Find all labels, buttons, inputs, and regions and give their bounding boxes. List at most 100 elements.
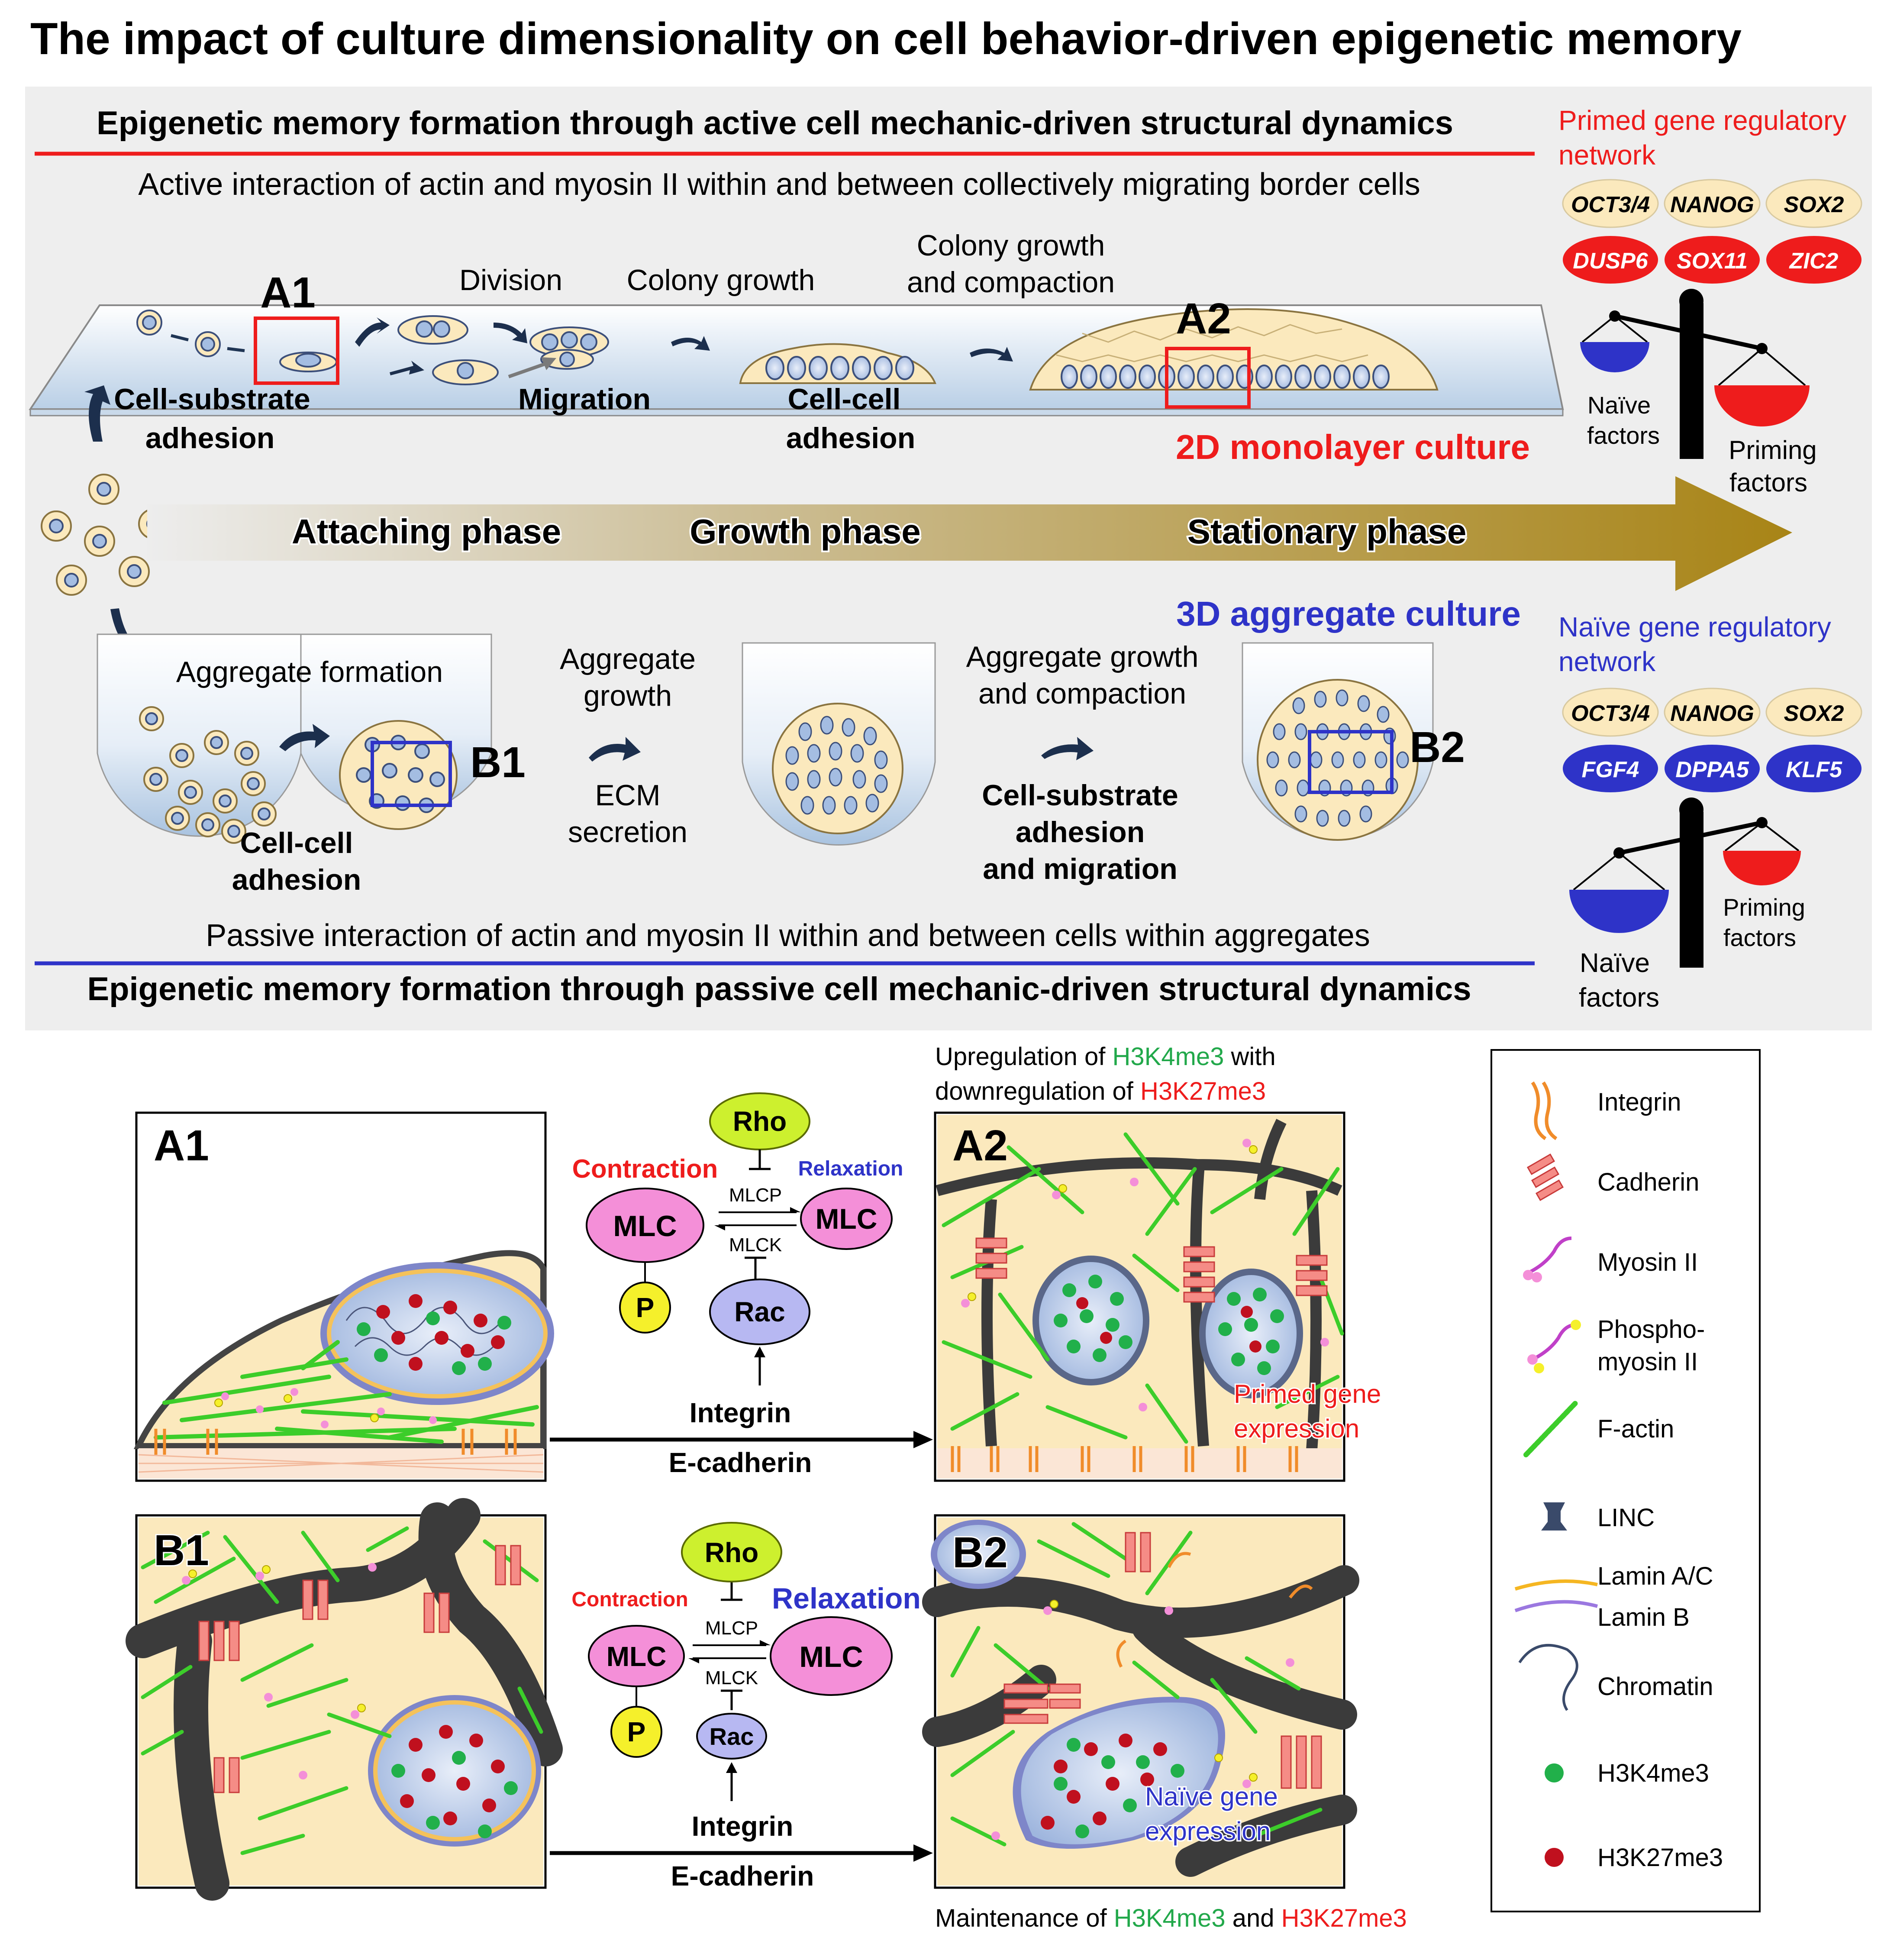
naive-network-title-1: Naïve gene regulatory (1558, 611, 1831, 643)
top-integrin: Integrin (690, 1397, 791, 1428)
a2-nuclei (1032, 1256, 1303, 1398)
legend-chromatin: Chromatin (1597, 1673, 1713, 1701)
primed-priming-label-1: Priming (1729, 436, 1816, 465)
bottom-p: P (627, 1716, 646, 1747)
cell-cell-label-2: adhesion (786, 422, 916, 455)
figure-title: The impact of culture dimensionality on … (30, 14, 1742, 64)
large-aggregate (1257, 679, 1419, 841)
primed-specific-gene: ZIC2 (1789, 249, 1839, 274)
top-mlcp: MLCP (729, 1185, 782, 1206)
top-rho: Rho (733, 1106, 787, 1137)
primed-naive-label-1: Naïve (1587, 391, 1651, 419)
b2-box-label: B2 (1410, 723, 1465, 772)
legend-f-actin: F-actin (1597, 1415, 1674, 1443)
ecm-label-1: ECM (595, 779, 660, 812)
b2-nucleus (1013, 1697, 1225, 1849)
colony-compaction-label-2: and compaction (907, 266, 1115, 299)
2d-compact-colony (1029, 308, 1439, 391)
legend-cadherin: Cadherin (1597, 1168, 1699, 1196)
naive-core-gene: NANOG (1670, 701, 1754, 726)
bottom-mlc-left: MLC (607, 1641, 667, 1672)
top-mlck: MLCK (729, 1234, 782, 1256)
bottom-rho: Rho (705, 1537, 758, 1568)
naive-expression-label-2: expression (1145, 1817, 1271, 1846)
naive-priming-label-2: factors (1723, 924, 1796, 951)
legend-integrin: Integrin (1597, 1088, 1681, 1116)
primed-specific-gene: DUSP6 (1573, 249, 1648, 274)
2d-single-cells (136, 310, 609, 385)
seeding-up-arrow (84, 385, 110, 442)
migration-arrowhead (541, 357, 556, 370)
primed-core-gene: OCT3/4 (1571, 192, 1650, 217)
upregulation-note-line-1: Upregulation of H3K4me3 with (935, 1043, 1276, 1071)
bottom-ecadherin: E-cadherin (671, 1860, 814, 1892)
integrin-icon (1531, 1081, 1558, 1140)
passive-header: Epigenetic memory formation through pass… (87, 971, 1471, 1007)
phase-arrow (147, 476, 1792, 591)
primed-network: Primed gene regulatory network OCT3/4 NA… (1558, 105, 1862, 497)
lamin-b-icon (1514, 1600, 1598, 1612)
naive-specific-gene: FGF4 (1582, 757, 1639, 782)
legend-phospho-myosin-2: myosin II (1597, 1348, 1698, 1376)
primed-priming-label-2: factors (1729, 468, 1807, 497)
naive-network-title-2: network (1558, 646, 1656, 677)
medium-aggregate (772, 703, 903, 834)
legend-h3k4me3: H3K4me3 (1597, 1759, 1709, 1787)
primed-core-gene: NANOG (1670, 192, 1754, 217)
bottom-contraction: Contraction (571, 1588, 688, 1611)
primed-naive-label-2: factors (1587, 422, 1660, 449)
top-mlc-left: MLC (613, 1210, 677, 1243)
colony-compaction-label-1: Colony growth (917, 229, 1105, 262)
migration-label: Migration (518, 383, 651, 416)
phase-growth: Growth phase (690, 512, 920, 551)
cadherin-icon (1526, 1153, 1564, 1201)
a1-box-label: A1 (260, 268, 316, 317)
primed-core-gene: SOX2 (1784, 192, 1844, 217)
naive-specific-gene: DPPA5 (1675, 757, 1749, 782)
panel-b2: B2 Naïve gene expression (922, 1514, 1359, 1889)
legend-lamin-ac: Lamin A/C (1597, 1562, 1713, 1590)
a2-box-label: A2 (1176, 294, 1231, 343)
colony-growth-label: Colony growth (627, 264, 815, 297)
a2-highlight-box (1165, 347, 1251, 409)
b1-box-label: B1 (470, 738, 526, 787)
bottom-mlck: MLCK (705, 1667, 758, 1689)
maintenance-note: Maintenance of H3K4me3 and H3K27me3 (935, 1904, 1407, 1932)
legend: Integrin Cadherin Myosin II Phospho- myo… (1490, 1049, 1761, 1912)
primed-network-title-2: network (1558, 139, 1656, 171)
a1-panel-label: A1 (154, 1121, 209, 1170)
naive-specific-gene: KLF5 (1786, 757, 1842, 782)
culture-2d-label: 2D monolayer culture (1176, 428, 1530, 466)
agg-compaction-label-1: Aggregate growth (966, 640, 1199, 673)
b-cell-cell-label-1: Cell-cell (240, 827, 353, 859)
b2-panel-label: B2 (952, 1528, 1008, 1577)
a1-highlight-box (254, 316, 339, 385)
h3k27me3-icon (1545, 1848, 1564, 1867)
aggregate-formation-label: Aggregate formation (176, 655, 443, 688)
linc-icon (1541, 1502, 1567, 1531)
active-subheader: Active interaction of actin and myosin I… (138, 167, 1420, 202)
primed-expression-label-1: Primed gene (1234, 1379, 1381, 1408)
legend-linc: LINC (1597, 1504, 1655, 1532)
bottom-integrin: Integrin (692, 1811, 794, 1842)
bottom-rac: Rac (710, 1723, 754, 1750)
naive-core-gene: SOX2 (1784, 701, 1844, 726)
division-label: Division (459, 264, 562, 297)
naive-network: Naïve gene regulatory network OCT3/4 NAN… (1558, 611, 1862, 1013)
naive-naive-label-1: Naïve (1580, 948, 1650, 978)
top-contraction: Contraction (572, 1154, 718, 1183)
phospho-myosin-ii-icon (1527, 1320, 1581, 1373)
aggregate-growth-label-2: growth (584, 679, 672, 712)
loose-cells-well (139, 706, 277, 844)
primed-balance-scale (1580, 289, 1810, 459)
primed-specific-gene: SOX11 (1677, 249, 1748, 274)
f-actin-icon (1523, 1400, 1578, 1457)
a1-nucleus (320, 1262, 554, 1405)
top-ecadherin: E-cadherin (669, 1447, 812, 1478)
naive-naive-label-2: factors (1579, 983, 1659, 1013)
naive-core-gene: OCT3/4 (1571, 701, 1650, 726)
bottom-mlc-right: MLC (799, 1640, 863, 1673)
culture-3d-label: 3D aggregate culture (1176, 594, 1521, 633)
